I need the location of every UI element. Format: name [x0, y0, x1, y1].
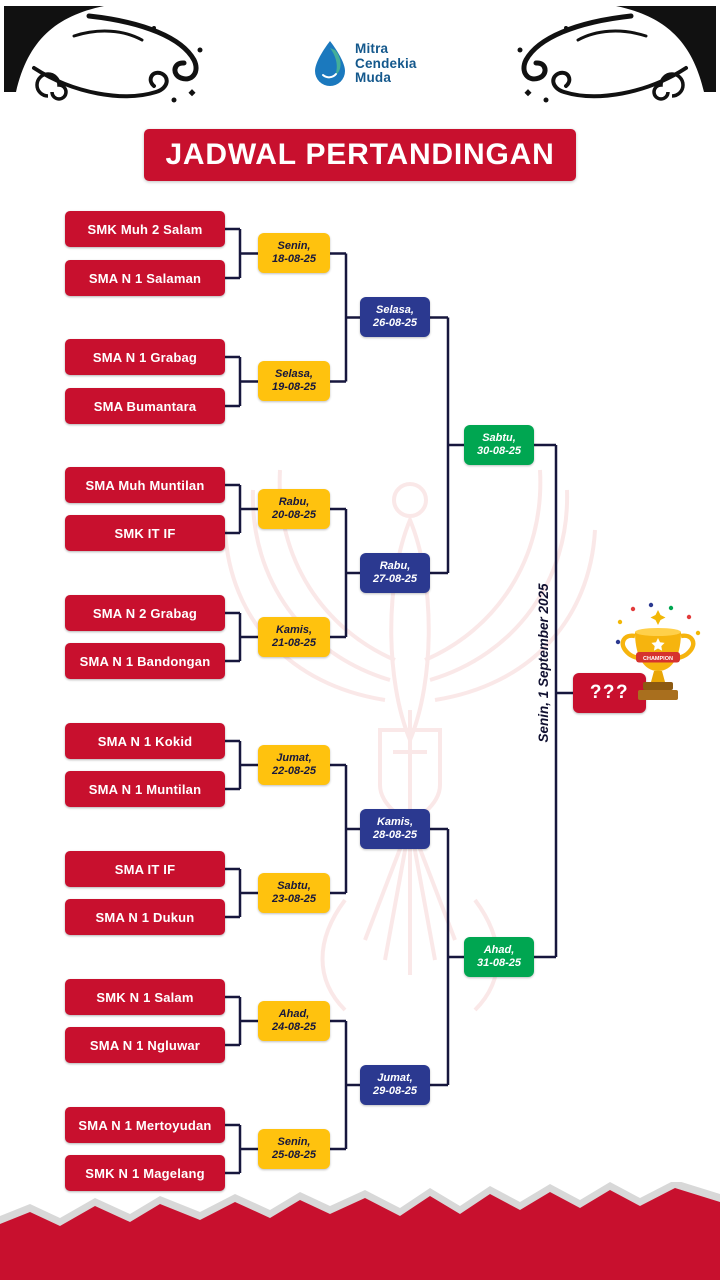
match-day: Sabtu,	[277, 879, 311, 892]
round1-date-box: Jumat, 22-08-25	[258, 745, 330, 785]
round1-date-box: Senin, 18-08-25	[258, 233, 330, 273]
match-day: Rabu,	[379, 559, 411, 572]
match-date: 23-08-25	[271, 893, 317, 905]
semifinal-date-box: Sabtu, 30-08-25	[464, 425, 534, 465]
match-day: Ahad,	[483, 943, 515, 956]
match-date: 19-08-25	[271, 381, 317, 393]
quarterfinal-date-box: Jumat, 29-08-25	[360, 1065, 430, 1105]
team-box: SMK N 1 Magelang	[65, 1155, 225, 1191]
round1-date-box: Selasa, 19-08-25	[258, 361, 330, 401]
team-box: SMA N 1 Ngluwar	[65, 1027, 225, 1063]
match-day: Ahad,	[278, 1007, 310, 1020]
team-box: SMA Muh Muntilan	[65, 467, 225, 503]
logo-line-1: Mitra	[355, 41, 389, 57]
final-date-label: Senin, 1 September 2025	[536, 583, 551, 743]
team-box: SMA Bumantara	[65, 388, 225, 424]
match-date: 29-08-25	[372, 1085, 418, 1097]
logo-line-3: Muda	[355, 70, 392, 86]
quarterfinal-date-box: Kamis, 28-08-25	[360, 809, 430, 849]
match-date: 21-08-25	[271, 637, 317, 649]
match-date: 24-08-25	[271, 1021, 317, 1033]
round1-date-box: Sabtu, 23-08-25	[258, 873, 330, 913]
match-day: Senin,	[277, 1135, 311, 1148]
torn-paper-edge	[0, 1182, 720, 1280]
team-box: SMK Muh 2 Salam	[65, 211, 225, 247]
trophy-icon: CHAMPION	[615, 602, 701, 700]
logo-text: Mitra Cendekia Muda	[355, 42, 417, 86]
match-day: Senin,	[277, 239, 311, 252]
match-day: Rabu,	[278, 495, 310, 508]
final-winner-box: ???	[573, 673, 646, 713]
corner-flourish-right-icon	[517, 6, 716, 103]
team-box: SMA IT IF	[65, 851, 225, 887]
round1-date-box: Ahad, 24-08-25	[258, 1001, 330, 1041]
match-day: Selasa,	[275, 367, 313, 380]
title-banner: JADWAL PERTANDINGAN	[144, 129, 576, 181]
team-box: SMK IT IF	[65, 515, 225, 551]
match-date: 31-08-25	[476, 957, 522, 969]
match-day: Sabtu,	[482, 431, 516, 444]
team-box: SMA N 1 Kokid	[65, 723, 225, 759]
match-day: Selasa,	[376, 303, 414, 316]
team-box: SMA N 1 Mertoyudan	[65, 1107, 225, 1143]
team-box: SMA N 1 Grabag	[65, 339, 225, 375]
corner-flourish-left-icon	[4, 6, 203, 103]
team-box: SMA N 1 Dukun	[65, 899, 225, 935]
match-day: Jumat,	[377, 1071, 413, 1084]
round1-date-box: Rabu, 20-08-25	[258, 489, 330, 529]
match-day: Kamis,	[376, 815, 414, 828]
team-box: SMK N 1 Salam	[65, 979, 225, 1015]
round1-date-box: Senin, 25-08-25	[258, 1129, 330, 1169]
logo-line-2: Cendekia	[355, 55, 417, 71]
quarterfinal-date-box: Selasa, 26-08-25	[360, 297, 430, 337]
page-title: JADWAL PERTANDINGAN	[165, 138, 555, 171]
team-box: SMA N 1 Bandongan	[65, 643, 225, 679]
match-date: 26-08-25	[372, 317, 418, 329]
team-box: SMA N 1 Muntilan	[65, 771, 225, 807]
logo: Mitra Cendekia Muda	[312, 40, 417, 88]
semifinal-date-box: Ahad, 31-08-25	[464, 937, 534, 977]
match-date: 22-08-25	[271, 765, 317, 777]
trophy-ribbon-label: CHAMPION	[643, 656, 673, 662]
match-date: 28-08-25	[372, 829, 418, 841]
match-date: 25-08-25	[271, 1149, 317, 1161]
logo-drop-icon	[315, 41, 345, 86]
match-date: 27-08-25	[372, 573, 418, 585]
match-date: 30-08-25	[476, 445, 522, 457]
quarterfinal-date-box: Rabu, 27-08-25	[360, 553, 430, 593]
match-date: 18-08-25	[271, 253, 317, 265]
team-box: SMA N 1 Salaman	[65, 260, 225, 296]
round1-date-box: Kamis, 21-08-25	[258, 617, 330, 657]
match-day: Kamis,	[275, 623, 313, 636]
team-box: SMA N 2 Grabag	[65, 595, 225, 631]
match-date: 20-08-25	[271, 509, 317, 521]
match-day: Jumat,	[276, 751, 312, 764]
